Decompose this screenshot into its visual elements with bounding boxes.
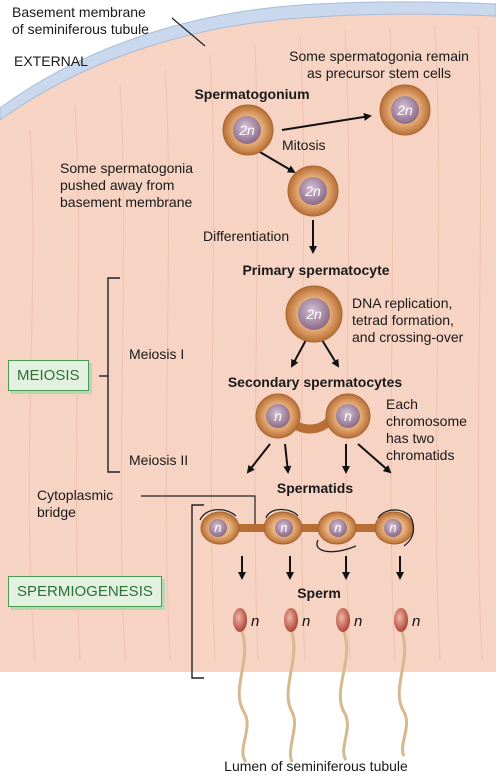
arrow-meiosis2-d xyxy=(357,443,392,474)
ploidy-pushed: 2n xyxy=(304,183,321,199)
label-chromosome-line2: chromosome xyxy=(386,413,467,429)
basement-membrane xyxy=(0,1,496,121)
meiosis-bracket xyxy=(107,277,120,473)
cells-spermatids xyxy=(199,508,415,553)
label-sperm: Sperm xyxy=(297,585,341,601)
label-basement-membrane: Basement membrane of seminiferous tubule xyxy=(12,4,149,38)
stage-box-spermiogenesis: SPERMIOGENESIS xyxy=(8,576,162,607)
sperm-3 xyxy=(336,608,350,761)
ploidy-sperm-4: n xyxy=(412,613,420,630)
label-spermatids: Spermatids xyxy=(276,480,354,496)
sperm-4 xyxy=(394,608,409,757)
ploidy-secondary-2: n xyxy=(344,408,352,424)
ploidy-spermatid-1: n xyxy=(214,520,221,535)
label-mitosis: Mitosis xyxy=(282,137,326,153)
tubule-tissue xyxy=(0,14,496,672)
sperm-2 xyxy=(284,608,298,763)
label-external: EXTERNAL xyxy=(14,53,88,69)
sperm-1 xyxy=(233,608,249,763)
label-stem-cells-note: Some spermatogonia remain as precursor s… xyxy=(289,48,469,82)
ploidy-secondary-1: n xyxy=(274,408,282,424)
arrow-meiosis2-b xyxy=(283,443,292,474)
label-pushed-note: Some spermatogonia pushed away from base… xyxy=(60,160,193,211)
label-bridge-line2: bridge xyxy=(37,504,76,520)
label-chromosome-line3: has two xyxy=(386,430,435,446)
arrow-mitosis-renew xyxy=(281,112,372,131)
ploidy-sperm-2: n xyxy=(302,613,310,630)
label-dna-line2: tetrad formation, xyxy=(352,312,454,328)
ploidy-spermatogonium: 2n xyxy=(238,122,255,138)
label-lumen: Lumen of seminiferous tubule xyxy=(224,758,408,774)
label-stem-line1: Some spermatogonia remain xyxy=(289,48,469,64)
flow-arrows xyxy=(238,112,404,580)
label-pushed-line2: pushed away from xyxy=(60,177,175,193)
label-pushed-line3: basement membrane xyxy=(60,194,193,210)
spermiogenesis-bracket xyxy=(191,504,204,679)
cell-pushed-spermatogonium xyxy=(287,165,339,217)
label-bridge-line1: Cytoplasmic xyxy=(37,487,114,503)
label-cytoplasmic-bridge: Cytoplasmic bridge xyxy=(37,487,113,521)
ploidy-spermatid-2: n xyxy=(280,520,287,535)
label-basement-membrane-line1: Basement membrane xyxy=(12,4,146,20)
membrane-pointer-line xyxy=(171,17,206,47)
label-chromosome-note: Each chromosome has two chromatids xyxy=(386,396,467,464)
arrow-meiosis1-left xyxy=(291,339,307,368)
ploidy-spermatid-4: n xyxy=(389,520,396,535)
label-dna-note: DNA replication, tetrad formation, and c… xyxy=(352,295,463,346)
label-secondary-spermatocytes: Secondary spermatocytes xyxy=(227,374,403,390)
label-chromosome-line4: chromatids xyxy=(386,447,455,463)
ploidy-sperm-1: n xyxy=(251,613,259,630)
bridge-pointer-line xyxy=(141,495,256,528)
cells-secondary-spermatocytes xyxy=(255,393,371,439)
label-primary-spermatocyte: Primary spermatocyte xyxy=(242,262,390,278)
ploidy-primary: 2n xyxy=(305,306,322,322)
ploidy-stem: 2n xyxy=(396,102,413,118)
label-spermatogonium: Spermatogonium xyxy=(194,86,310,102)
label-differentiation: Differentiation xyxy=(203,228,290,244)
cell-stem-spermatogonium xyxy=(379,84,431,136)
ploidy-spermatid-3: n xyxy=(334,520,341,535)
sperm-cells xyxy=(233,608,409,763)
arrow-meiosis1-right xyxy=(321,339,340,368)
cell-primary-spermatocyte xyxy=(285,285,343,343)
label-dna-line1: DNA replication, xyxy=(352,295,453,311)
ploidy-sperm-3: n xyxy=(354,613,362,630)
arrow-meiosis2-a xyxy=(246,443,271,474)
label-stem-line2: as precursor stem cells xyxy=(307,65,451,81)
label-chromosome-line1: Each xyxy=(386,396,418,412)
label-pushed-line1: Some spermatogonia xyxy=(60,160,194,176)
label-basement-membrane-line2: of seminiferous tubule xyxy=(12,21,149,37)
cell-spermatogonium xyxy=(222,104,274,156)
label-meiosis-1: Meiosis I xyxy=(129,346,185,362)
label-dna-line3: and crossing-over xyxy=(352,329,464,345)
stage-box-meiosis: MEIOSIS xyxy=(8,360,89,391)
label-meiosis-2: Meiosis II xyxy=(129,452,189,468)
